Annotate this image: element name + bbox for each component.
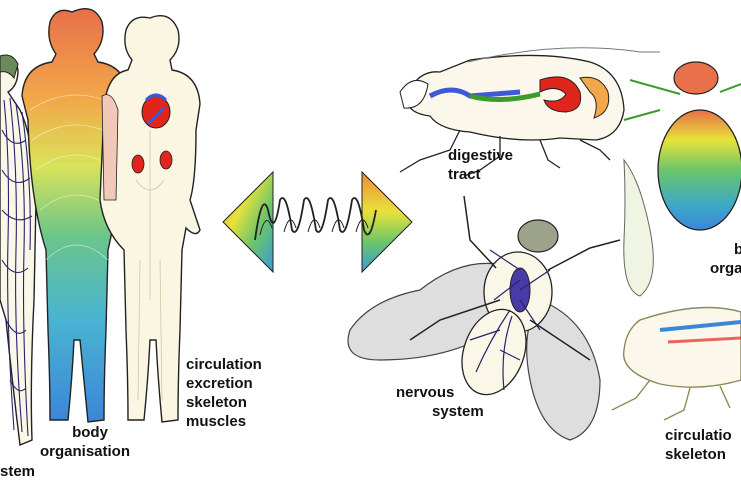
human-systems-label: circulation excretion skeleton muscles: [186, 355, 262, 431]
digestive-tract-label: digestive tract: [448, 146, 513, 184]
fly-body-organisation-label: b orga: [710, 240, 741, 278]
spring-coil-icon: [254, 197, 377, 241]
label-line: body: [72, 424, 108, 441]
fly-nervous-figure: [347, 195, 621, 441]
label-line: nervous: [396, 384, 455, 401]
label-line: circulatio: [665, 427, 732, 444]
label-line: excretion: [186, 375, 253, 392]
fly-circulation-label: circulatio skeleton: [665, 426, 732, 464]
label-line: orga: [710, 260, 741, 277]
system-label-left: stem: [0, 462, 35, 481]
fly-circulation-figure: [611, 306, 741, 421]
human-organs-figure: [99, 15, 201, 423]
fly-digestive-figure: [399, 47, 660, 177]
label-line: digestive: [448, 147, 514, 164]
label-line: circulation: [186, 356, 262, 373]
human-body-organisation-figure: [21, 8, 129, 423]
body-organisation-label: body organisation: [40, 423, 130, 461]
fly-body-organisation-figure: [623, 61, 741, 297]
nervous-system-label: nervous system: [396, 383, 484, 421]
label-line: skeleton: [665, 446, 726, 463]
label-line: b: [734, 241, 741, 258]
label-line: tract: [448, 166, 481, 183]
label-line: muscles: [186, 413, 247, 430]
kidney-icon: [131, 150, 173, 174]
human-nervous-figure: [0, 54, 37, 447]
system-label-line: stem: [0, 463, 36, 480]
heart-icon: [141, 93, 171, 129]
label-line: skeleton: [186, 394, 247, 411]
label-line: system: [432, 403, 484, 420]
label-line: organisation: [40, 443, 131, 460]
